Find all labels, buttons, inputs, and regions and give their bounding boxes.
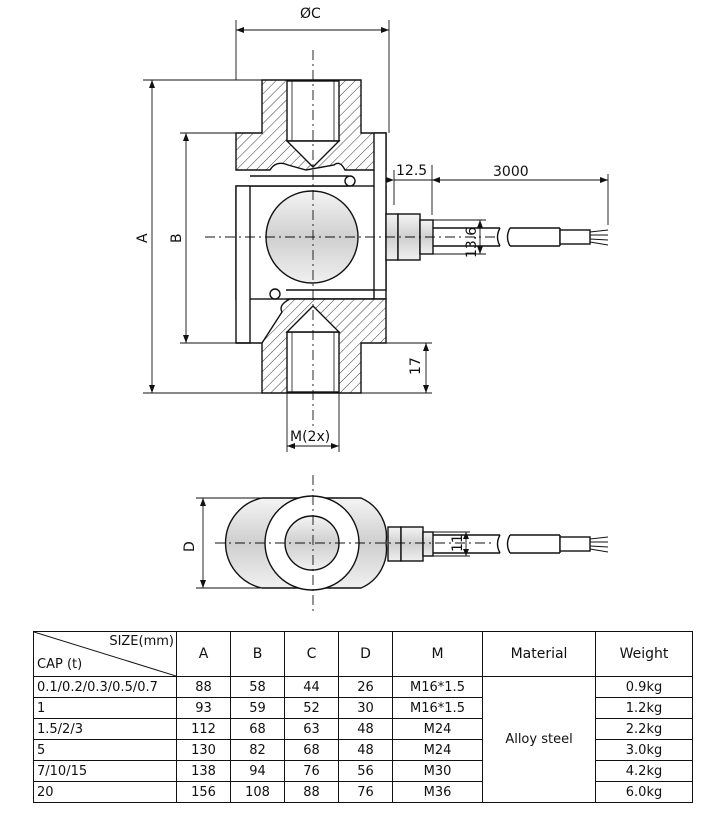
cell-m: M16*1.5 xyxy=(392,676,483,698)
dimension-arrows xyxy=(149,27,608,449)
table-row: 0.1/0.2/0.3/0.5/0.7 88 58 44 26 M16*1.5 … xyxy=(33,676,693,803)
spec-table: SIZE(mm) CAP (t) A B C D M Material Weig… xyxy=(33,631,693,803)
label-offset: 12.5 xyxy=(396,163,427,179)
cell-material: Alloy steel xyxy=(482,676,596,803)
cell-weight: 2.2kg xyxy=(595,718,693,740)
cell-weight: 3.0kg xyxy=(595,739,693,761)
cell-a: 112 xyxy=(176,718,231,740)
label-cable-length: 3000 xyxy=(493,164,529,180)
cell-cap: 0.1/0.2/0.3/0.5/0.7 xyxy=(33,676,177,698)
cell-cap: 7/10/15 xyxy=(33,760,177,782)
cell-c: 76 xyxy=(284,760,339,782)
cell-cap: 20 xyxy=(33,781,177,803)
cell-b: 94 xyxy=(230,760,285,782)
cell-d: 56 xyxy=(338,760,393,782)
cell-weight: 4.2kg xyxy=(595,760,693,782)
cell-m: M16*1.5 xyxy=(392,697,483,719)
technical-drawing: ØC A B 12.5 3000 13.6 17 M(2x) D 11 xyxy=(135,6,609,615)
label-cable-dia-side: 13.6 xyxy=(464,227,480,258)
label-b: B xyxy=(169,233,185,243)
top-view xyxy=(196,475,609,615)
cell-m: M24 xyxy=(392,718,483,740)
cell-b: 82 xyxy=(230,739,285,761)
cell-d: 26 xyxy=(338,676,393,698)
cell-a: 93 xyxy=(176,697,231,719)
cell-b: 58 xyxy=(230,676,285,698)
cell-cap: 1 xyxy=(33,697,177,719)
label-thread-depth: 17 xyxy=(408,357,424,375)
cell-m: M24 xyxy=(392,739,483,761)
header-cap: CAP (t) xyxy=(37,657,83,672)
col-header-d: D xyxy=(338,631,393,677)
top-gland xyxy=(387,526,402,562)
label-depth-d: D xyxy=(182,541,198,552)
table-header-row: SIZE(mm) CAP (t) A B C D M Material Weig… xyxy=(33,631,693,677)
col-header-weight: Weight xyxy=(595,631,693,677)
cell-weight: 1.2kg xyxy=(595,697,693,719)
cell-a: 88 xyxy=(176,676,231,698)
label-a: A xyxy=(135,233,151,243)
cell-b: 59 xyxy=(230,697,285,719)
cell-b: 108 xyxy=(230,781,285,803)
cell-m: M30 xyxy=(392,760,483,782)
col-header-material: Material xyxy=(482,631,596,677)
table-row: 5 130 82 68 48 M24 3.0kg xyxy=(33,739,693,761)
lower-thread-hole xyxy=(286,331,340,393)
label-cable-dia-top: 11 xyxy=(450,534,466,552)
col-header-m: M xyxy=(392,631,483,677)
cell-d: 76 xyxy=(338,781,393,803)
cell-d: 48 xyxy=(338,739,393,761)
cell-cap: 1.5/2/3 xyxy=(33,718,177,740)
table-corner-cell: SIZE(mm) CAP (t) xyxy=(33,631,177,677)
cell-a: 130 xyxy=(176,739,231,761)
cell-c: 63 xyxy=(284,718,339,740)
cell-a: 138 xyxy=(176,760,231,782)
cell-a: 156 xyxy=(176,781,231,803)
header-size: SIZE(mm) xyxy=(109,634,174,649)
table-row: 20 156 108 88 76 M36 6.0kg xyxy=(33,781,693,803)
cell-c: 88 xyxy=(284,781,339,803)
cell-weight: 6.0kg xyxy=(595,781,693,803)
col-header-a: A xyxy=(176,631,231,677)
cell-weight: 0.9kg xyxy=(595,676,693,698)
cell-d: 48 xyxy=(338,718,393,740)
cell-c: 68 xyxy=(284,739,339,761)
col-header-b: B xyxy=(230,631,285,677)
col-header-c: C xyxy=(284,631,339,677)
label-diameter-c: ØC xyxy=(300,6,321,22)
cell-c: 52 xyxy=(284,697,339,719)
label-thread: M(2x) xyxy=(290,429,330,445)
cell-m: M36 xyxy=(392,781,483,803)
cell-d: 30 xyxy=(338,697,393,719)
front-view xyxy=(143,20,609,452)
cell-c: 44 xyxy=(284,676,339,698)
cell-b: 68 xyxy=(230,718,285,740)
cell-cap: 5 xyxy=(33,739,177,761)
